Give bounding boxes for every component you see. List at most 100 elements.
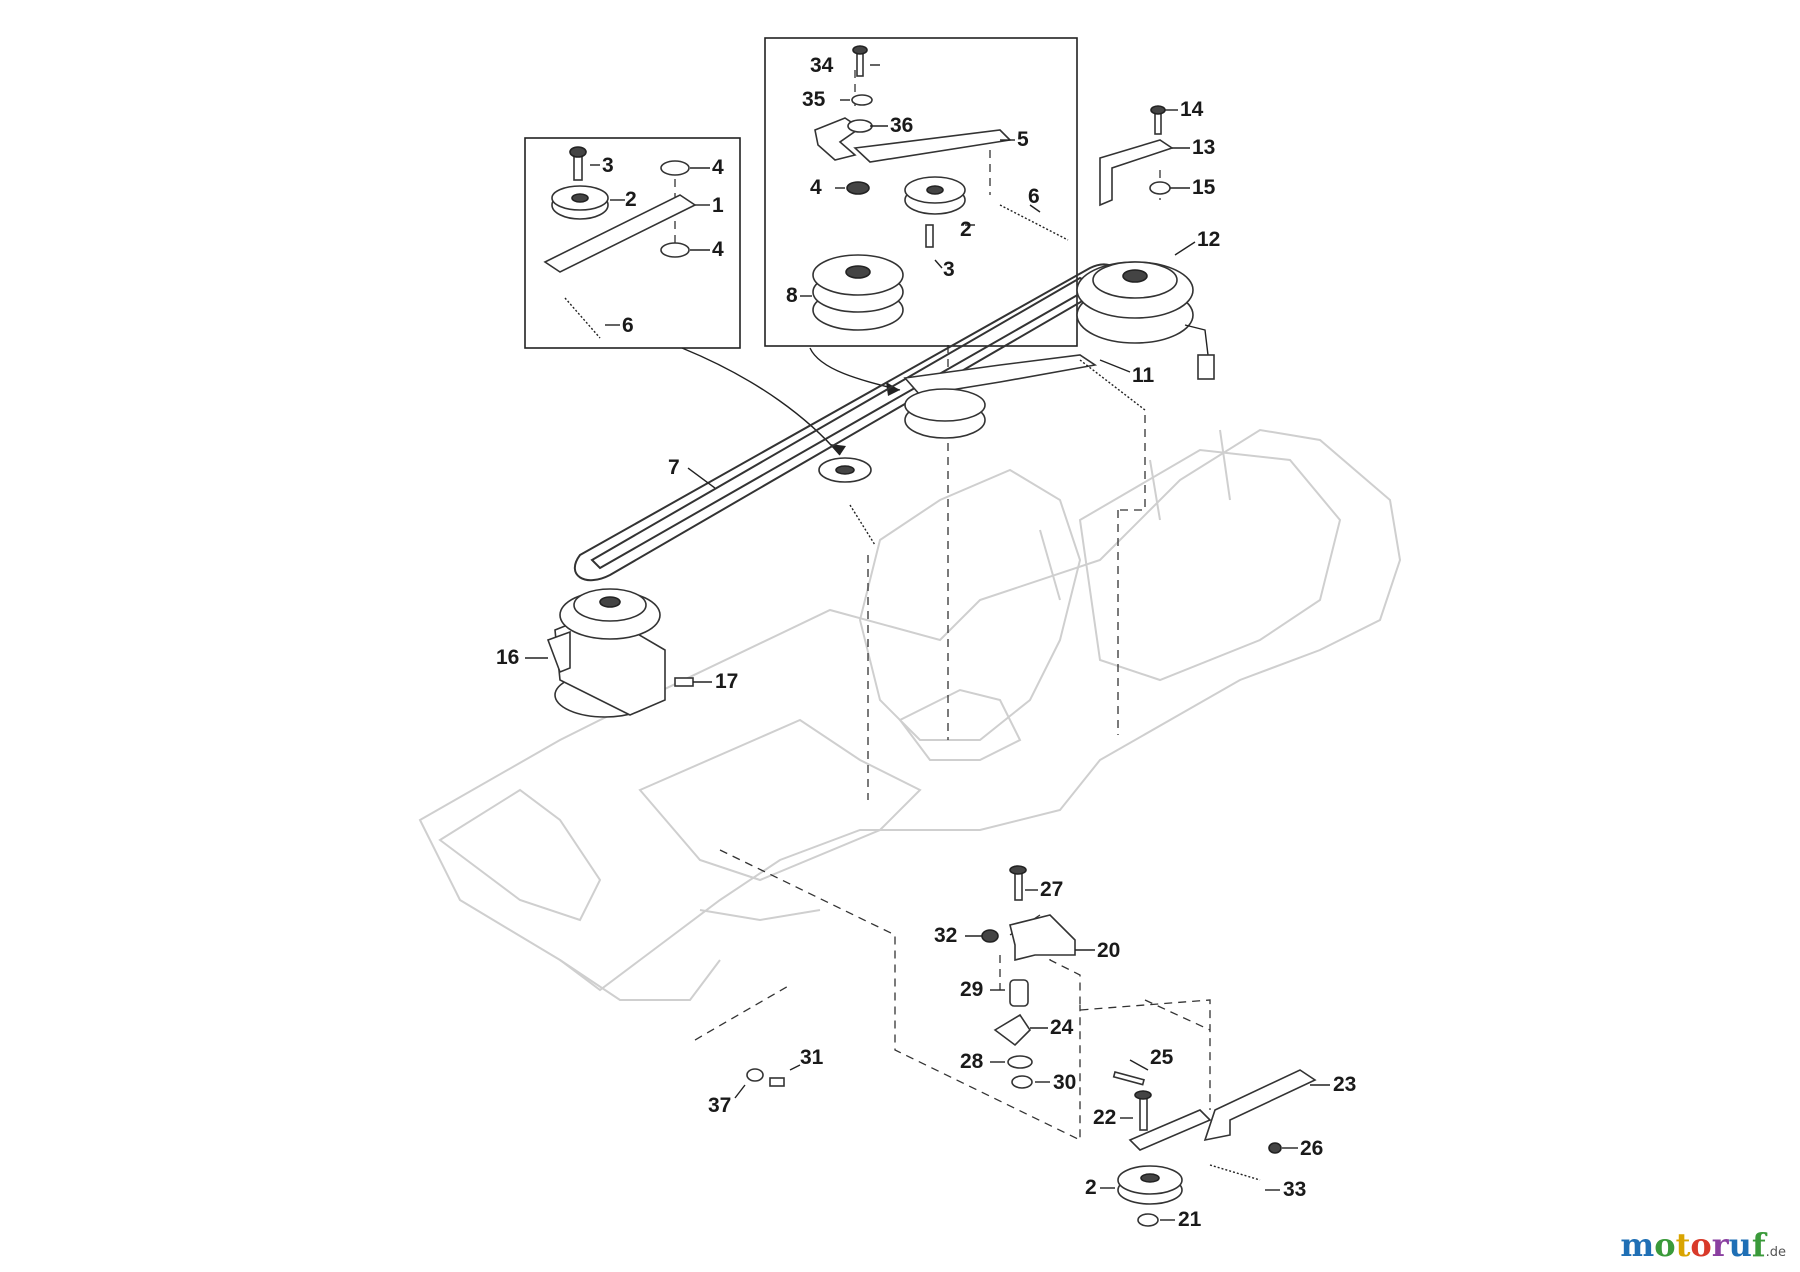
callout-4: 4 xyxy=(810,176,822,199)
idler-arm-5 xyxy=(853,129,1012,163)
washer-37 xyxy=(746,1068,764,1082)
plate-22 xyxy=(1128,1109,1212,1151)
bolt-17 xyxy=(674,677,694,687)
washer-4-bottom xyxy=(660,242,690,258)
callout-26: 26 xyxy=(1300,1137,1323,1160)
callout-7: 7 xyxy=(668,456,680,479)
clutch-connector xyxy=(1197,354,1215,380)
bracket-20 xyxy=(1009,914,1076,962)
logo-letter: r xyxy=(1711,1226,1729,1264)
bolt-27-head xyxy=(1009,865,1027,875)
inset-arrow-left xyxy=(681,347,841,456)
callout-2: 2 xyxy=(1085,1176,1097,1199)
arm-23 xyxy=(1203,1069,1317,1142)
logo-letter: o xyxy=(1654,1226,1676,1264)
pin-25 xyxy=(1112,1071,1145,1086)
logo-letters: motoruf xyxy=(1620,1226,1765,1264)
pulley-2-left-hub xyxy=(571,193,589,203)
inset-frame-center xyxy=(764,37,1078,347)
bolt-34-head xyxy=(852,45,868,55)
motoruf-logo: motoruf.de xyxy=(1620,1226,1786,1264)
gearbox-pulley-hub xyxy=(599,596,621,608)
tension-pulley-top xyxy=(904,388,986,422)
callout-3: 3 xyxy=(943,258,955,281)
spacer-29 xyxy=(1009,979,1029,1007)
idler-spring-lower xyxy=(849,504,876,546)
double-pulley-8-hub xyxy=(845,265,871,279)
callout-23: 23 xyxy=(1333,1073,1356,1096)
nut-30 xyxy=(1011,1075,1033,1089)
inset-arrow-center-head xyxy=(886,382,900,396)
washer-36 xyxy=(847,119,873,133)
callout-34: 34 xyxy=(810,54,834,77)
callout-28: 28 xyxy=(960,1050,984,1073)
callout-8: 8 xyxy=(786,284,798,307)
leader-lines xyxy=(525,64,1330,1221)
bolt-31 xyxy=(769,1077,785,1087)
bolt-3-center xyxy=(925,224,934,248)
clutch-pulley-hub xyxy=(1122,269,1148,283)
nut-26 xyxy=(1268,1142,1282,1154)
washer-4-top xyxy=(660,160,690,176)
callout-11: 11 xyxy=(1132,364,1155,387)
callout-25: 25 xyxy=(1150,1046,1174,1069)
callout-3: 3 xyxy=(602,154,614,177)
logo-letter: m xyxy=(1620,1226,1655,1264)
pulley-2-center-hub xyxy=(926,185,944,195)
assembly-guide-lines xyxy=(674,70,1211,1142)
callout-20: 20 xyxy=(1097,939,1120,962)
nut-32 xyxy=(981,929,999,943)
callout-16: 16 xyxy=(496,646,519,669)
logo-letter: f xyxy=(1751,1226,1766,1264)
callout-15: 15 xyxy=(1192,176,1216,199)
logo-letter: o xyxy=(1690,1226,1712,1264)
inset-arrow-left-head xyxy=(830,444,846,455)
callout-36: 36 xyxy=(890,114,913,137)
callout-13: 13 xyxy=(1192,136,1215,159)
callout-24: 24 xyxy=(1050,1016,1074,1039)
gearbox-bracket xyxy=(546,630,571,674)
callout-4: 4 xyxy=(712,156,724,179)
logo-letter: t xyxy=(1675,1226,1691,1264)
spring-33 xyxy=(1209,1164,1261,1181)
callout-6: 6 xyxy=(1028,185,1040,208)
bolt-3-left-head xyxy=(569,146,587,158)
washer-4-center xyxy=(846,181,870,195)
callout-35: 35 xyxy=(802,88,826,111)
callout-33: 33 xyxy=(1283,1178,1306,1201)
pulley-2-lower-hub xyxy=(1140,1173,1160,1183)
nut-21 xyxy=(1137,1213,1159,1227)
logo-suffix: .de xyxy=(1765,1245,1786,1260)
washer-35 xyxy=(851,94,873,106)
washer-28 xyxy=(1007,1055,1033,1069)
tension-spring xyxy=(1079,359,1146,411)
callout-17: 17 xyxy=(715,670,738,693)
callout-6: 6 xyxy=(622,314,634,337)
callout-labels: 1 2 3 4 4 6 34 35 36 5 4 6 2 3 8 14 13 1… xyxy=(496,54,1356,1231)
callout-27: 27 xyxy=(1040,878,1063,901)
bolt-22-head xyxy=(1134,1090,1152,1100)
callout-4: 4 xyxy=(712,238,724,261)
nut-15 xyxy=(1149,181,1171,195)
idler-pulley-main-hub xyxy=(835,465,855,475)
callout-21: 21 xyxy=(1178,1208,1202,1231)
callout-2: 2 xyxy=(625,188,637,211)
logo-letter: u xyxy=(1728,1226,1752,1264)
callout-1: 1 xyxy=(712,194,724,217)
spring-6-left xyxy=(564,297,601,339)
callout-31: 31 xyxy=(800,1046,824,1069)
chassis-outline xyxy=(418,428,1402,1001)
spring-6-center xyxy=(999,204,1069,241)
bolt-22 xyxy=(1139,1094,1148,1131)
bracket-13 xyxy=(1099,139,1174,207)
callout-5: 5 xyxy=(1017,128,1029,151)
bolt-14-head xyxy=(1150,105,1166,115)
callout-30: 30 xyxy=(1053,1071,1076,1094)
callout-22: 22 xyxy=(1093,1106,1116,1129)
callout-2: 2 xyxy=(960,218,972,241)
pivot-24 xyxy=(993,1013,1032,1047)
clutch-wire xyxy=(1184,324,1209,356)
callout-14: 14 xyxy=(1180,98,1204,121)
callout-32: 32 xyxy=(934,924,957,947)
